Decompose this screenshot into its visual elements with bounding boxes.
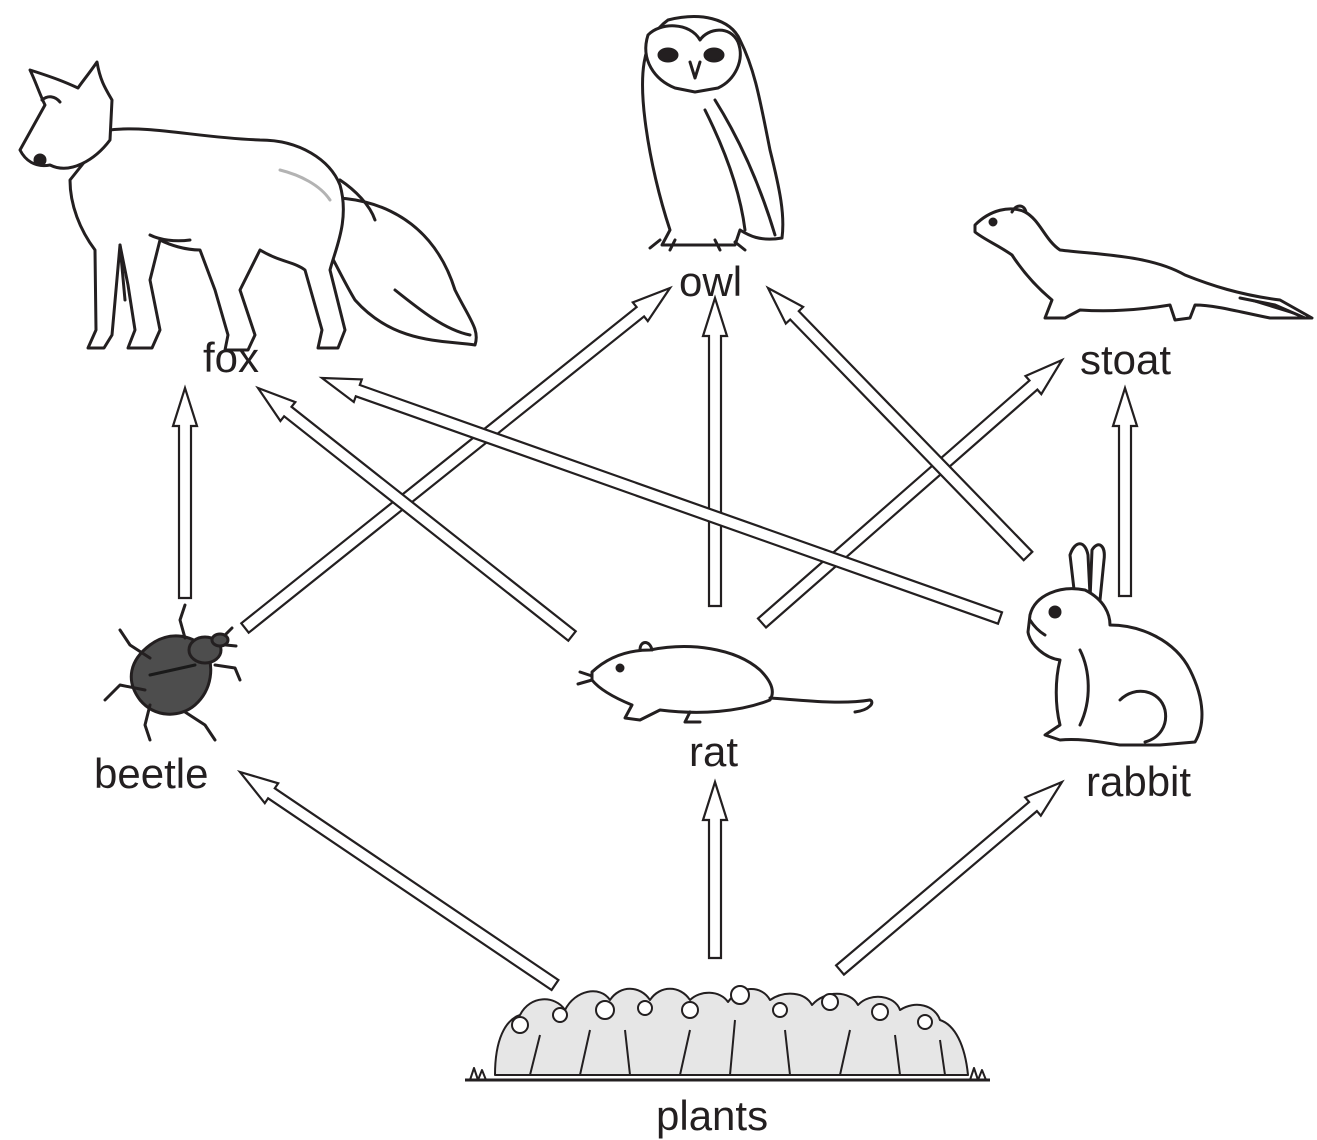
label-rat: rat <box>689 728 739 775</box>
label-fox: fox <box>203 334 260 381</box>
arrow-plants-to-rabbit <box>834 779 1065 977</box>
rabbit-illustration <box>1026 542 1204 747</box>
arrows-layer <box>171 285 1139 992</box>
rat-illustration <box>576 641 874 724</box>
arrow-rat-to-fox <box>255 385 578 643</box>
label-stoat: stoat <box>1080 336 1172 383</box>
owl-illustration <box>640 15 785 252</box>
arrow-plants-to-rat <box>701 778 729 960</box>
arrow-rabbit-to-owl <box>765 285 1034 562</box>
fox-illustration <box>18 60 478 352</box>
label-plants: plants <box>656 1092 769 1139</box>
arrow-beetle-to-fox <box>171 384 199 600</box>
arrow-rabbit-to-fox <box>318 376 1004 626</box>
label-rabbit: rabbit <box>1086 758 1192 805</box>
label-owl: owl <box>679 258 743 305</box>
arrow-beetle-to-owl <box>239 285 673 635</box>
arrow-plants-to-beetle <box>236 769 560 992</box>
beetle-illustration <box>103 603 242 742</box>
arrow-rabbit-to-stoat <box>1111 384 1139 598</box>
arrow-rat-to-owl <box>701 294 729 608</box>
label-beetle: beetle <box>94 750 209 797</box>
stoat-illustration <box>973 204 1314 322</box>
plants-illustration <box>465 985 990 1082</box>
